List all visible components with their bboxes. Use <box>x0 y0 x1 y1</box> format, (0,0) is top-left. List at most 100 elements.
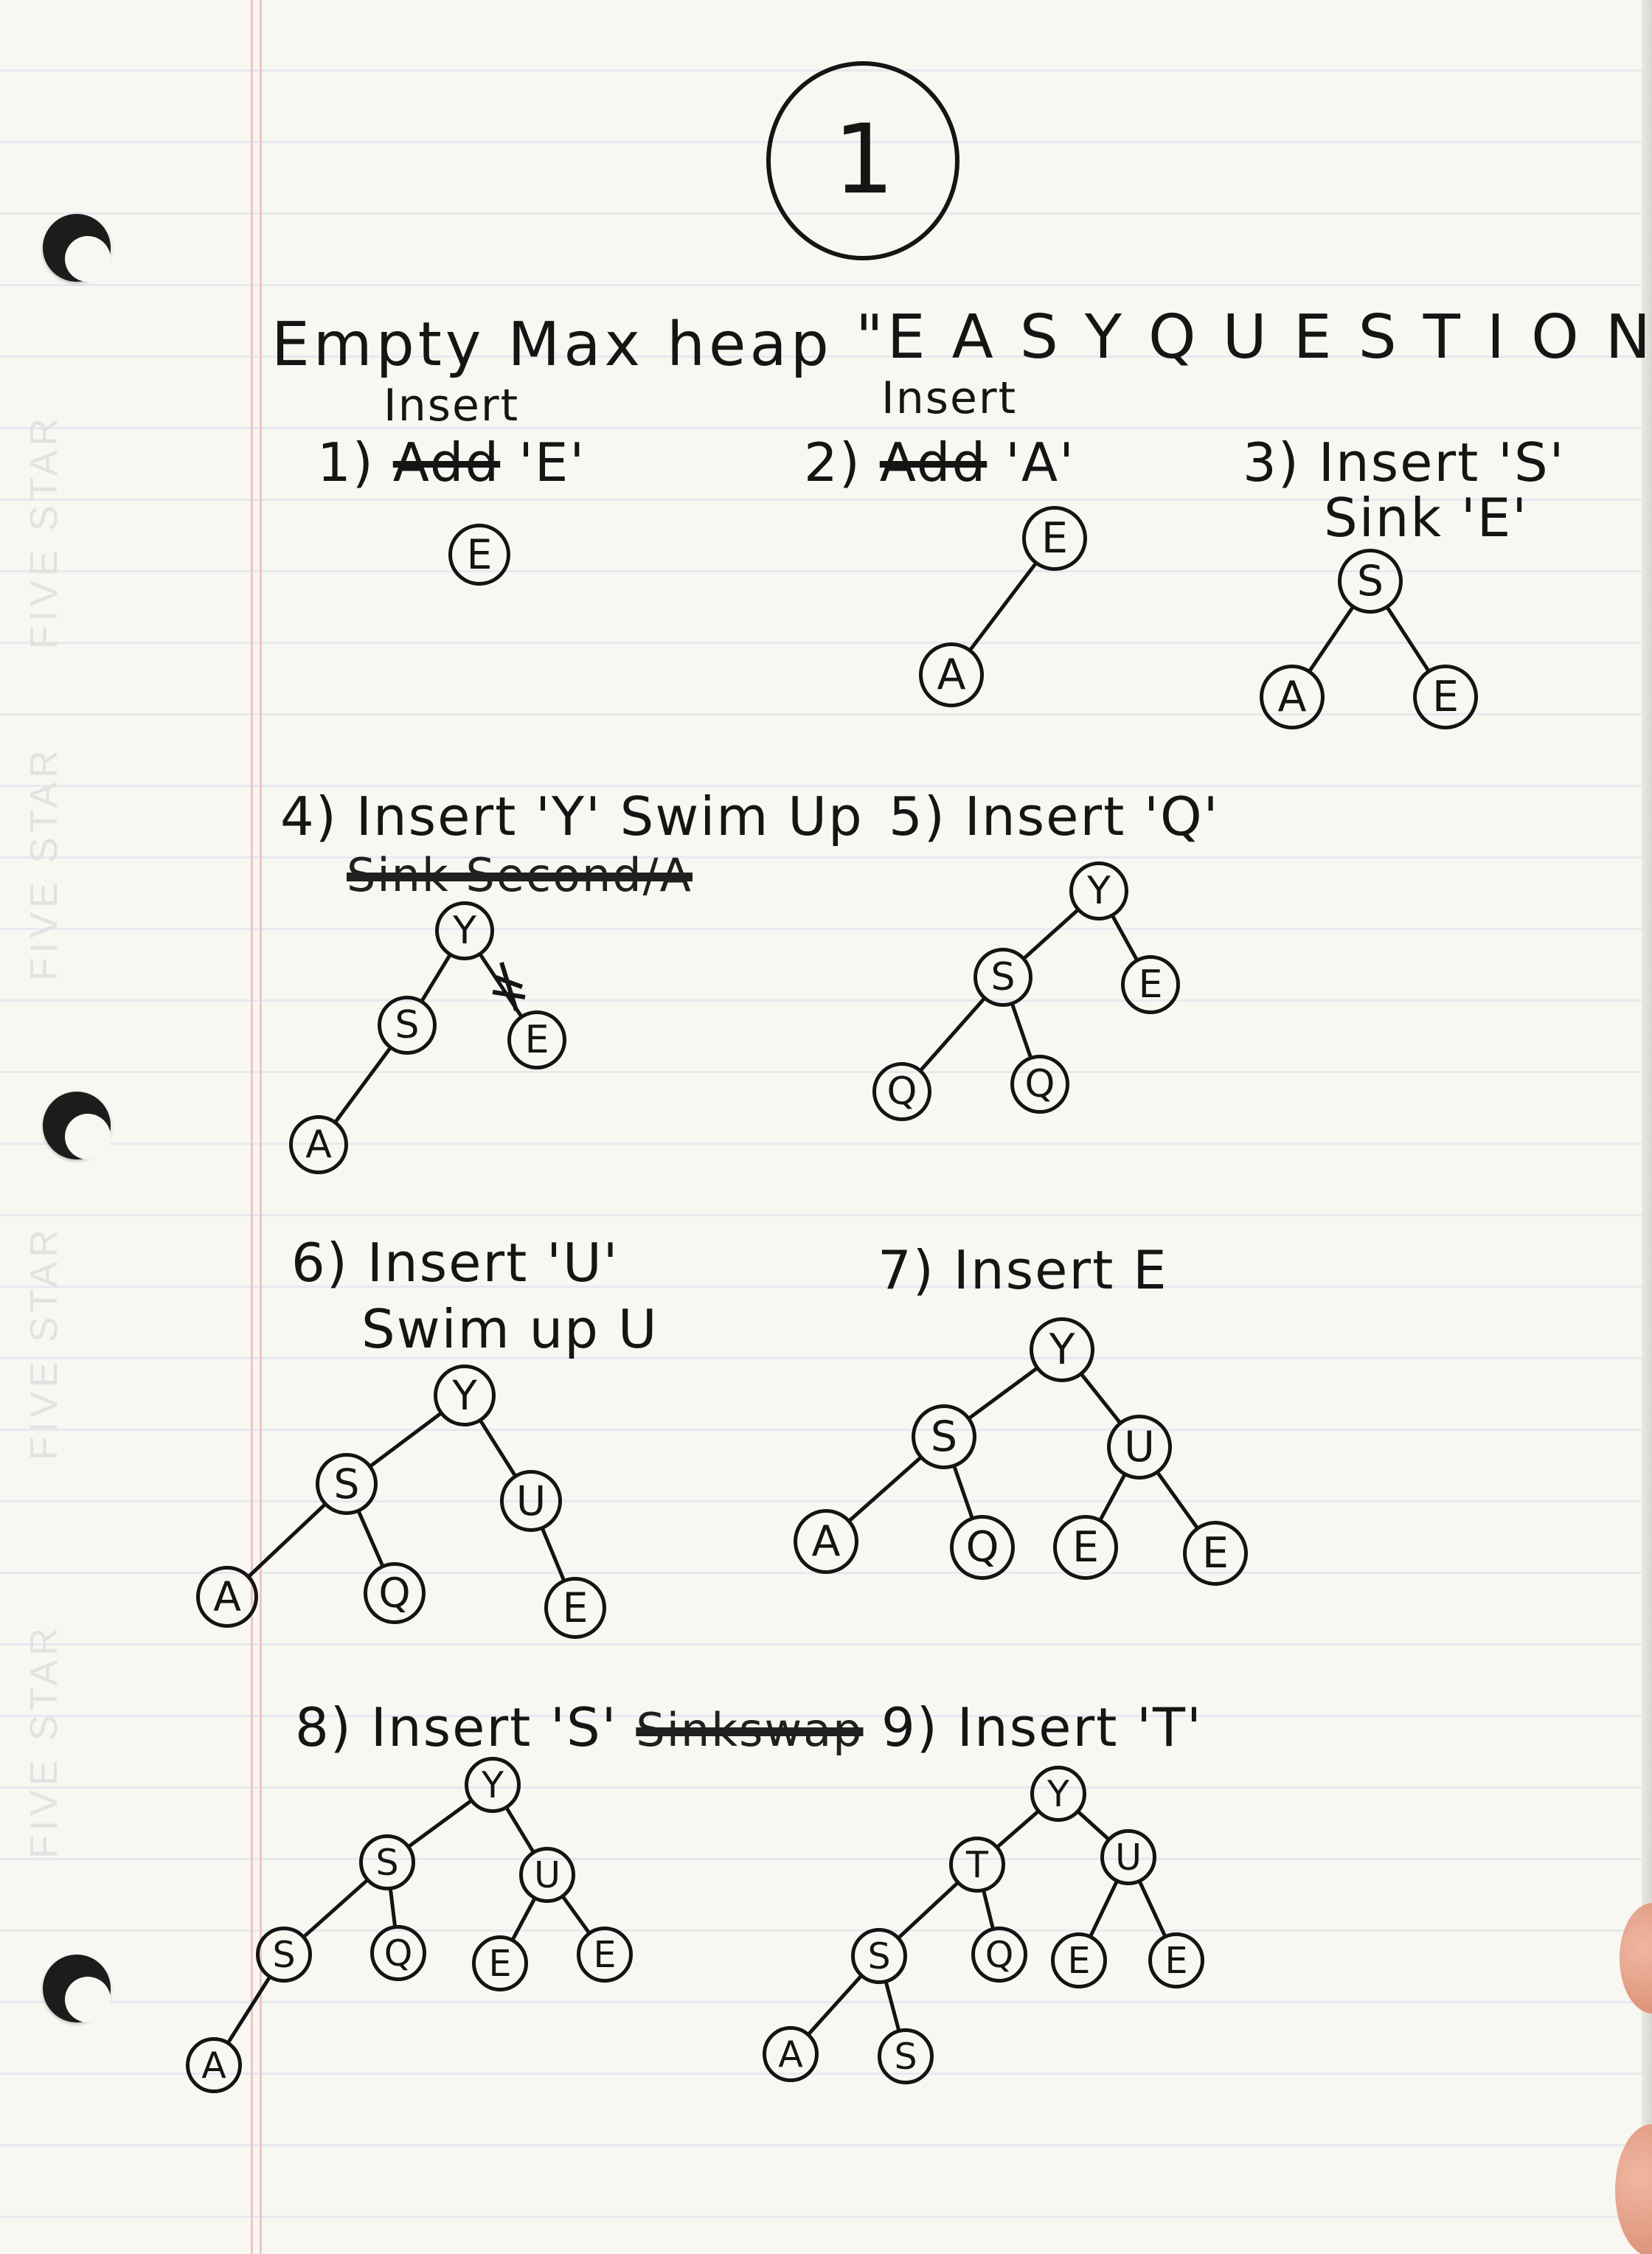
step-1-label: 1) Add 'E' <box>317 431 586 493</box>
step-9-node: Y <box>1030 1766 1086 1822</box>
step-6-note: Swim up U <box>361 1298 659 1360</box>
step-8-edge-0 <box>408 1799 472 1848</box>
page-number: 1 <box>833 103 896 215</box>
step-7-node: E <box>1053 1515 1118 1580</box>
step-5-node: S <box>974 948 1032 1007</box>
step-2-struck-word: Add <box>879 431 988 493</box>
step-3-node: S <box>1338 549 1403 614</box>
margin-line-inner <box>260 0 262 2254</box>
step-4-label: 4) Insert 'Y' Swim Up <box>280 786 864 847</box>
step-6-node: U <box>500 1470 562 1532</box>
step-5-node: Q <box>1010 1055 1069 1114</box>
step-7-edge-3 <box>952 1466 974 1519</box>
step-9-edge-3 <box>982 1890 995 1929</box>
step-9-edge-4 <box>1089 1880 1119 1938</box>
step-4-node: E <box>507 1010 566 1069</box>
page-title: Empty Max heap <box>271 310 833 380</box>
step-2-edge-0 <box>969 562 1037 651</box>
step-9-node: T <box>949 1837 1005 1893</box>
step-9-edge-0 <box>996 1810 1039 1848</box>
step-1-number: 1) <box>317 431 375 493</box>
step-4-edge-2 <box>334 1047 392 1123</box>
step-7-edge-0 <box>968 1367 1038 1420</box>
step-5-edge-0 <box>1023 909 1079 960</box>
step-2-node: E <box>1022 506 1087 571</box>
step-9-node: Q <box>971 1927 1027 1983</box>
binder-hole-bottom <box>43 1955 111 2022</box>
step-9-node: U <box>1100 1829 1156 1885</box>
page-number-circle <box>766 61 959 260</box>
margin-line <box>251 0 253 2254</box>
step-5-edge-2 <box>919 997 986 1072</box>
step-8-node: Y <box>465 1757 521 1813</box>
binder-hole-middle <box>43 1092 111 1159</box>
step-4-scribble: Sink Second/A <box>347 848 693 902</box>
step-4-node: S <box>378 996 437 1055</box>
step-6-edge-2 <box>248 1503 326 1578</box>
step-1-insert-word: Insert <box>384 380 520 431</box>
step-6-node: S <box>316 1453 378 1515</box>
step-5-node: Y <box>1069 861 1128 920</box>
page-subtitle: "E A S Y Q U E S T I O N <box>856 302 1652 372</box>
step-1-struck-word: Add <box>392 431 501 493</box>
step-6-node: E <box>544 1577 606 1639</box>
step-9-node: S <box>851 1928 907 1984</box>
step-7-node: S <box>912 1404 976 1469</box>
step-2-key: 'A' <box>1005 431 1075 493</box>
step-7-node: U <box>1107 1415 1172 1480</box>
step-8-edge-6 <box>226 1976 271 2044</box>
step-1-node: E <box>448 524 510 586</box>
step-9-node: S <box>878 2028 934 2084</box>
step-5-node: Q <box>872 1062 931 1121</box>
step-6-edge-4 <box>541 1527 566 1581</box>
step-5-label: 5) Insert 'Q' <box>889 786 1220 847</box>
step-3-node: A <box>1260 665 1325 729</box>
step-7-node: Q <box>950 1515 1015 1580</box>
step-5-edge-1 <box>1111 915 1139 961</box>
step-9-edge-2 <box>898 1882 959 1939</box>
step-6-node: Y <box>434 1364 496 1426</box>
step-7-edge-2 <box>848 1456 922 1522</box>
step-7-label: 7) Insert E <box>878 1239 1168 1301</box>
step-8-scribble: Sinkswap <box>636 1703 864 1757</box>
step-7-node: A <box>794 1509 858 1574</box>
step-8-edge-3 <box>389 1888 397 1927</box>
step-6-node: A <box>196 1566 258 1628</box>
step-6-node: Q <box>364 1562 426 1624</box>
step-4-edge-0 <box>420 954 451 1002</box>
page-edge <box>1642 0 1652 2254</box>
step-3-node: E <box>1413 665 1478 729</box>
step-2-label: 2) Add 'A' <box>804 431 1075 493</box>
step-8-node: S <box>256 1927 312 1983</box>
step-3-label: 3) Insert 'S' <box>1243 431 1566 493</box>
step-8-edge-2 <box>302 1879 369 1938</box>
step-8-edge-4 <box>511 1898 536 1941</box>
step-8-node: U <box>519 1847 575 1903</box>
step-7-edge-4 <box>1099 1474 1126 1521</box>
step-6-edge-0 <box>369 1412 442 1468</box>
step-2-insert-word: Insert <box>881 372 1018 424</box>
step-8-node: A <box>186 2037 242 2093</box>
step-9-edge-6 <box>807 1974 863 2036</box>
step-9-edge-5 <box>1138 1880 1167 1938</box>
step-6-edge-1 <box>479 1420 517 1477</box>
step-8-label-text: 8) Insert 'S' <box>295 1696 618 1758</box>
step-7-node: Y <box>1030 1317 1094 1382</box>
step-5-edge-3 <box>1010 1003 1032 1058</box>
step-7-node: E <box>1183 1521 1248 1586</box>
binder-hole-top <box>43 214 111 282</box>
step-5-node: E <box>1121 955 1180 1014</box>
step-3-note: Sink 'E' <box>1324 487 1528 549</box>
step-9-node: E <box>1051 1932 1107 1988</box>
step-3-edge-0 <box>1308 606 1354 673</box>
step-9-label: 9) Insert 'T' <box>881 1696 1203 1758</box>
step-9-node: A <box>763 2026 819 2082</box>
step-2-node: A <box>919 642 984 707</box>
step-8-node: E <box>577 1927 633 1983</box>
step-3-edge-1 <box>1386 606 1430 672</box>
step-7-edge-5 <box>1156 1471 1198 1529</box>
step-2-number: 2) <box>804 431 861 493</box>
step-4-cross-out-mark <box>492 962 526 1011</box>
